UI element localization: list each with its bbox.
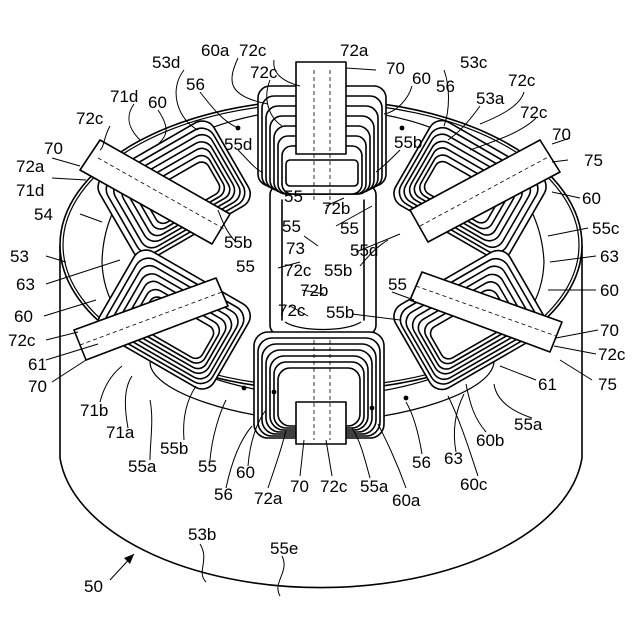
label-56: 56	[186, 75, 205, 94]
label-72b: 72b	[300, 281, 328, 300]
label-60a: 60a	[201, 41, 230, 60]
label-72c: 72c	[250, 63, 278, 82]
label-55: 55	[388, 275, 407, 294]
label-55c: 55c	[592, 219, 620, 238]
label-71d: 71d	[16, 181, 44, 200]
label-72c: 72c	[239, 41, 267, 60]
lead-bottom	[296, 402, 346, 444]
label-55d: 55d	[224, 135, 252, 154]
label-70: 70	[44, 139, 63, 158]
label-55b: 55b	[224, 233, 252, 252]
label-55: 55	[236, 257, 255, 276]
label-73: 73	[286, 239, 305, 258]
label-60: 60	[412, 69, 431, 88]
coil-top	[258, 62, 386, 200]
label-72c: 72c	[278, 301, 306, 320]
label-63: 63	[16, 275, 35, 294]
label-53: 53	[10, 247, 29, 266]
label-60: 60	[600, 281, 619, 300]
dot	[242, 386, 247, 391]
label-61: 61	[538, 375, 557, 394]
label-53d: 53d	[152, 53, 180, 72]
label-63: 63	[600, 247, 619, 266]
label-55: 55	[284, 187, 303, 206]
label-55e: 55e	[270, 539, 298, 558]
label-72a: 72a	[16, 157, 45, 176]
label-70: 70	[290, 477, 309, 496]
label-72c: 72c	[598, 345, 626, 364]
label-56: 56	[214, 485, 233, 504]
coil-top-inner	[286, 160, 358, 186]
label-71b: 71b	[80, 401, 108, 420]
label-70: 70	[600, 321, 619, 340]
label-55a: 55a	[514, 415, 543, 434]
label-53c: 53c	[460, 53, 488, 72]
label-63: 63	[444, 449, 463, 468]
lead-top	[296, 62, 346, 154]
label-55a: 55a	[360, 477, 389, 496]
label-60a: 60a	[392, 491, 421, 510]
coil-bottom	[254, 332, 384, 444]
label-60: 60	[148, 93, 167, 112]
label-72b: 72b	[322, 199, 350, 218]
label-60: 60	[14, 307, 33, 326]
label-60: 60	[236, 463, 255, 482]
dot	[404, 396, 409, 401]
label-71a: 71a	[106, 423, 135, 442]
label-55b: 55b	[160, 439, 188, 458]
label-56: 56	[412, 453, 431, 472]
label-72c: 72c	[76, 109, 104, 128]
label-54: 54	[34, 205, 53, 224]
label-70: 70	[386, 59, 405, 78]
label-56: 56	[436, 77, 455, 96]
label-70: 70	[552, 125, 571, 144]
dot	[272, 390, 277, 395]
label-72c: 72c	[520, 103, 548, 122]
label-72c: 72c	[8, 331, 36, 350]
label-70: 70	[28, 377, 47, 396]
label-55b: 55b	[394, 133, 422, 152]
label-72c: 72c	[284, 261, 312, 280]
label-72c: 72c	[320, 477, 348, 496]
label-72c: 72c	[508, 71, 536, 90]
dot	[370, 406, 375, 411]
label-50: 50	[84, 577, 103, 596]
label-60c: 60c	[460, 475, 488, 494]
label-72a: 72a	[254, 489, 283, 508]
label-55: 55	[282, 217, 301, 236]
label-75: 75	[584, 151, 603, 170]
dot	[400, 126, 405, 131]
label-72a: 72a	[340, 41, 369, 60]
label-53a: 53a	[476, 89, 505, 108]
label-55d: 55d	[350, 241, 378, 260]
label-55: 55	[198, 457, 217, 476]
label-60: 60	[582, 189, 601, 208]
label-71d: 71d	[110, 87, 138, 106]
label-61: 61	[28, 355, 47, 374]
label-55a: 55a	[128, 457, 157, 476]
label-55b: 55b	[324, 261, 352, 280]
label-53b: 53b	[188, 525, 216, 544]
label-75: 75	[598, 375, 617, 394]
label-55: 55	[340, 219, 359, 238]
label-55b: 55b	[326, 303, 354, 322]
label-60b: 60b	[476, 431, 504, 450]
